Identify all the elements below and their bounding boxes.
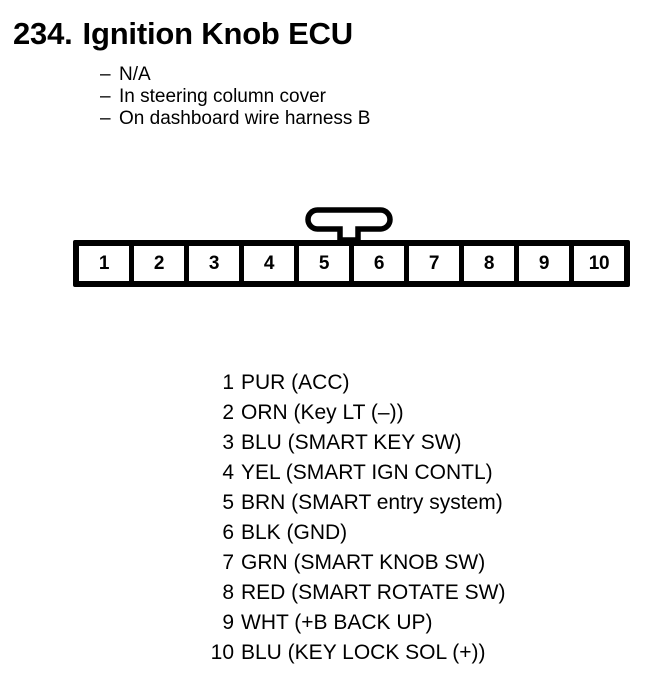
page-title-number: 234. [13,16,73,51]
pinout-row: 8 RED (SMART ROTATE SW) [120,578,540,608]
pinout-list: 1 PUR (ACC) 2 ORN (Key LT (–)) 3 BLU (SMART K… [120,368,540,668]
pinout-row-description: RED (SMART ROTATE SW) [241,581,506,604]
pinout-row-description: WHT (+B BACK UP) [241,611,433,634]
note-dash-icon: – [100,64,111,85]
pinout-row-description: GRN (SMART KNOB SW) [241,551,486,574]
pinout-row-number: 7 [222,551,234,574]
note-item-label: In steering column cover [119,86,326,107]
page-title: 234. Ignition Knob ECU [13,16,353,52]
pinout-row: 6 BLK (GND) [120,518,540,548]
connector-pin-cell[interactable]: 5 [299,246,349,281]
connector-latch-icon [305,207,393,243]
note-item: –On dashboard wire harness B [100,108,370,130]
pinout-row-number: 1 [222,371,234,394]
connector-pin-cell[interactable]: 4 [244,246,294,281]
connector-pin-cell[interactable]: 10 [574,246,624,281]
pinout-row-number: 3 [222,431,234,454]
connector-pin-cell[interactable]: 3 [189,246,239,281]
pinout-row: 3 BLU (SMART KEY SW) [120,428,540,458]
pinout-row-description: BRN (SMART entry system) [241,491,503,514]
pinout-row-description: BLU (SMART KEY SW) [241,431,462,454]
pinout-row: 7 GRN (SMART KNOB SW) [120,548,540,578]
pinout-row-description: YEL (SMART IGN CONTL) [241,461,493,484]
pinout-row-description: BLU (KEY LOCK SOL (+)) [241,641,486,664]
pinout-row-description: ORN (Key LT (–)) [241,401,404,424]
connector-pin-cell[interactable]: 7 [409,246,459,281]
note-item: –N/A [100,64,370,86]
connector-pin-cell[interactable]: 9 [519,246,569,281]
pinout-row-number: 10 [210,641,234,664]
note-item-label: N/A [119,64,151,85]
connector-pin-cell[interactable]: 2 [134,246,184,281]
pinout-row: 1 PUR (ACC) [120,368,540,398]
pinout-row-number: 5 [222,491,234,514]
pinout-row-description: PUR (ACC) [241,371,350,394]
pinout-row-number: 8 [222,581,234,604]
pinout-row-number: 9 [222,611,234,634]
connector-pin-cell[interactable]: 1 [79,246,129,281]
note-dash-icon: – [100,86,111,107]
note-item: –In steering column cover [100,86,370,108]
pinout-row: 5 BRN (SMART entry system) [120,488,540,518]
pinout-row: 9 WHT (+B BACK UP) [120,608,540,638]
connector-pin-cell[interactable]: 6 [354,246,404,281]
pinout-row: 4 YEL (SMART IGN CONTL) [120,458,540,488]
note-dash-icon: – [100,108,111,129]
notes-list: –N/A–In steering column cover–On dashboa… [100,64,370,130]
note-item-label: On dashboard wire harness B [119,108,371,129]
pinout-row: 2 ORN (Key LT (–)) [120,398,540,428]
pinout-row: 10 BLU (KEY LOCK SOL (+)) [120,638,540,668]
page-title-text: Ignition Knob ECU [82,16,354,51]
pinout-row-number: 2 [222,401,234,424]
connector-pin-cell[interactable]: 8 [464,246,514,281]
pinout-row-number: 6 [222,521,234,544]
pinout-row-description: BLK (GND) [241,521,348,544]
pinout-row-number: 4 [222,461,234,484]
